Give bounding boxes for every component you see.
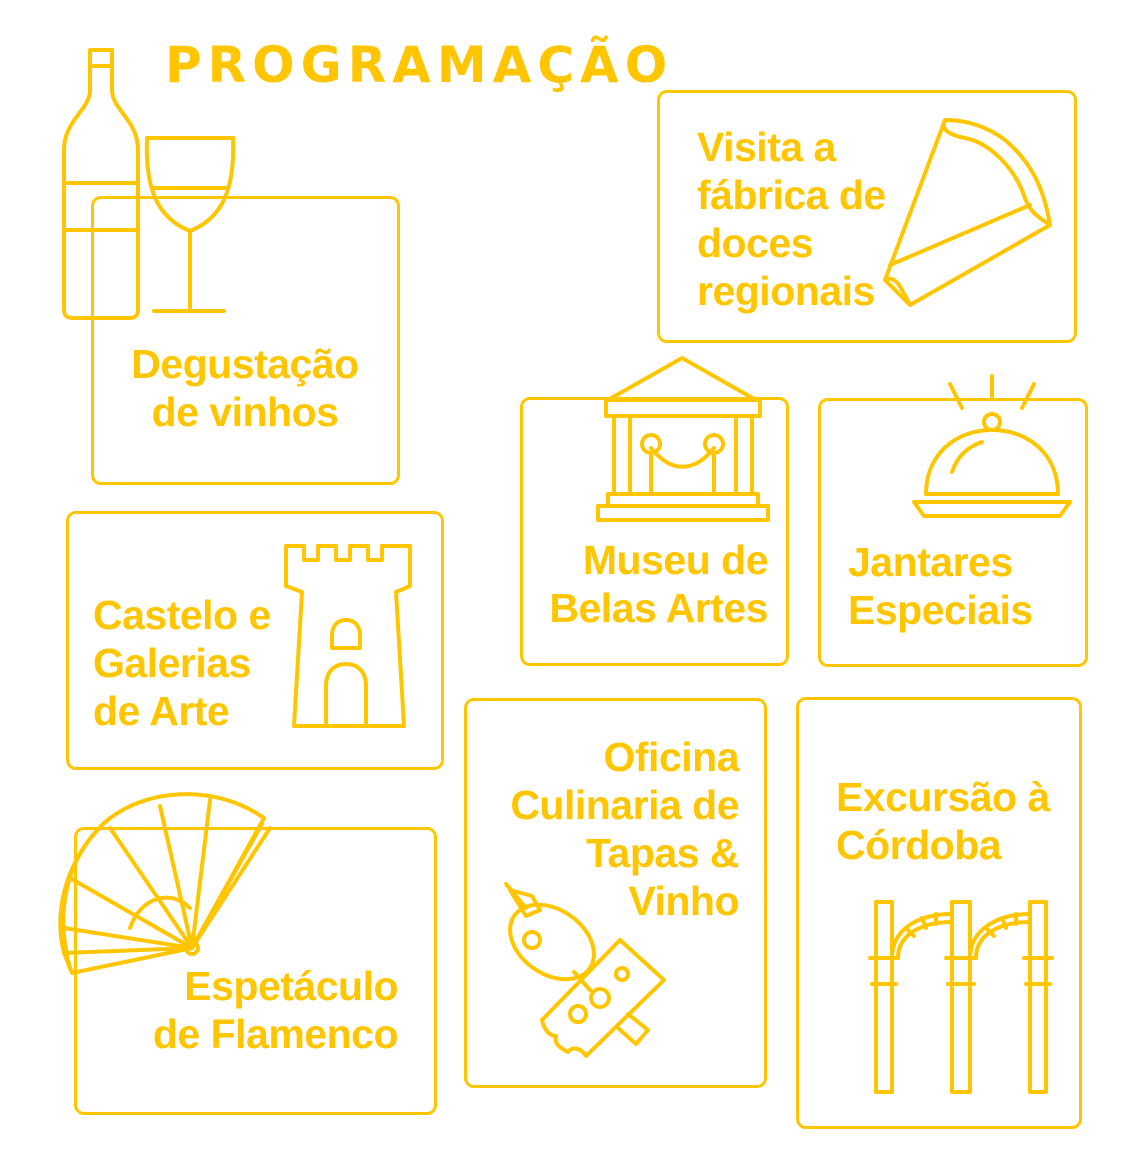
title-line: doces [697,220,813,266]
page-title: PROGRAMAÇÃO [165,36,674,94]
event-title-flamenco-show: Espetáculo de Flamenco [152,962,399,1058]
castle-tower-icon [284,544,412,728]
title-line: Degustação [131,341,359,387]
olive-cheese-skewer-icon [504,882,666,1058]
title-line: Museu de [582,537,769,583]
cloche-icon [912,374,1072,518]
museum-icon [596,356,770,522]
title-line: Oficina [603,734,740,780]
title-line: Vinho [628,878,739,924]
title-line: de Arte [93,688,230,734]
title-line: Jantares [848,539,1013,585]
arches-icon [868,900,1054,1094]
fan-icon [58,792,272,975]
title-line: de Flamenco [152,1011,399,1057]
event-title-cordoba-trip: Excursão à Córdoba [836,773,1050,869]
event-title-tapas-workshop: Oficina Culinaria de Tapas & Vinho [510,733,739,925]
title-line: fábrica de [697,172,886,218]
event-title-wine-tasting: Degustação de vinhos [100,340,390,436]
pie-slice-icon [883,118,1052,307]
title-line: Culinaria de [510,782,739,828]
event-card-sweets-factory [657,90,1077,343]
event-title-castle-galleries: Castelo e Galerias de Arte [93,591,271,735]
event-card-wine-tasting [91,196,400,485]
title-line: Tapas & [586,830,739,876]
event-card-castle-galleries [66,511,444,770]
event-card-cordoba-trip [796,697,1082,1129]
title-line: Córdoba [836,822,1002,868]
title-line: Galerias [93,640,251,686]
event-card-tapas-workshop [464,698,767,1088]
title-line: Visita a [697,124,836,170]
wine-icon [62,48,236,320]
event-card-special-dinners [818,398,1088,667]
title-line: de vinhos [151,389,339,435]
title-line: Belas Artes [549,585,768,631]
title-line: regionais [697,268,875,314]
event-title-fine-arts-museum: Museu de Belas Artes [549,536,768,632]
title-line: Excursão à [836,774,1050,820]
title-line: Especiais [848,587,1033,633]
event-title-special-dinners: Jantares Especiais [848,538,1033,634]
event-title-sweets-factory: Visita a fábrica de doces regionais [697,123,886,315]
title-line: Castelo e [93,592,271,638]
title-line: Espetáculo [184,963,398,1009]
